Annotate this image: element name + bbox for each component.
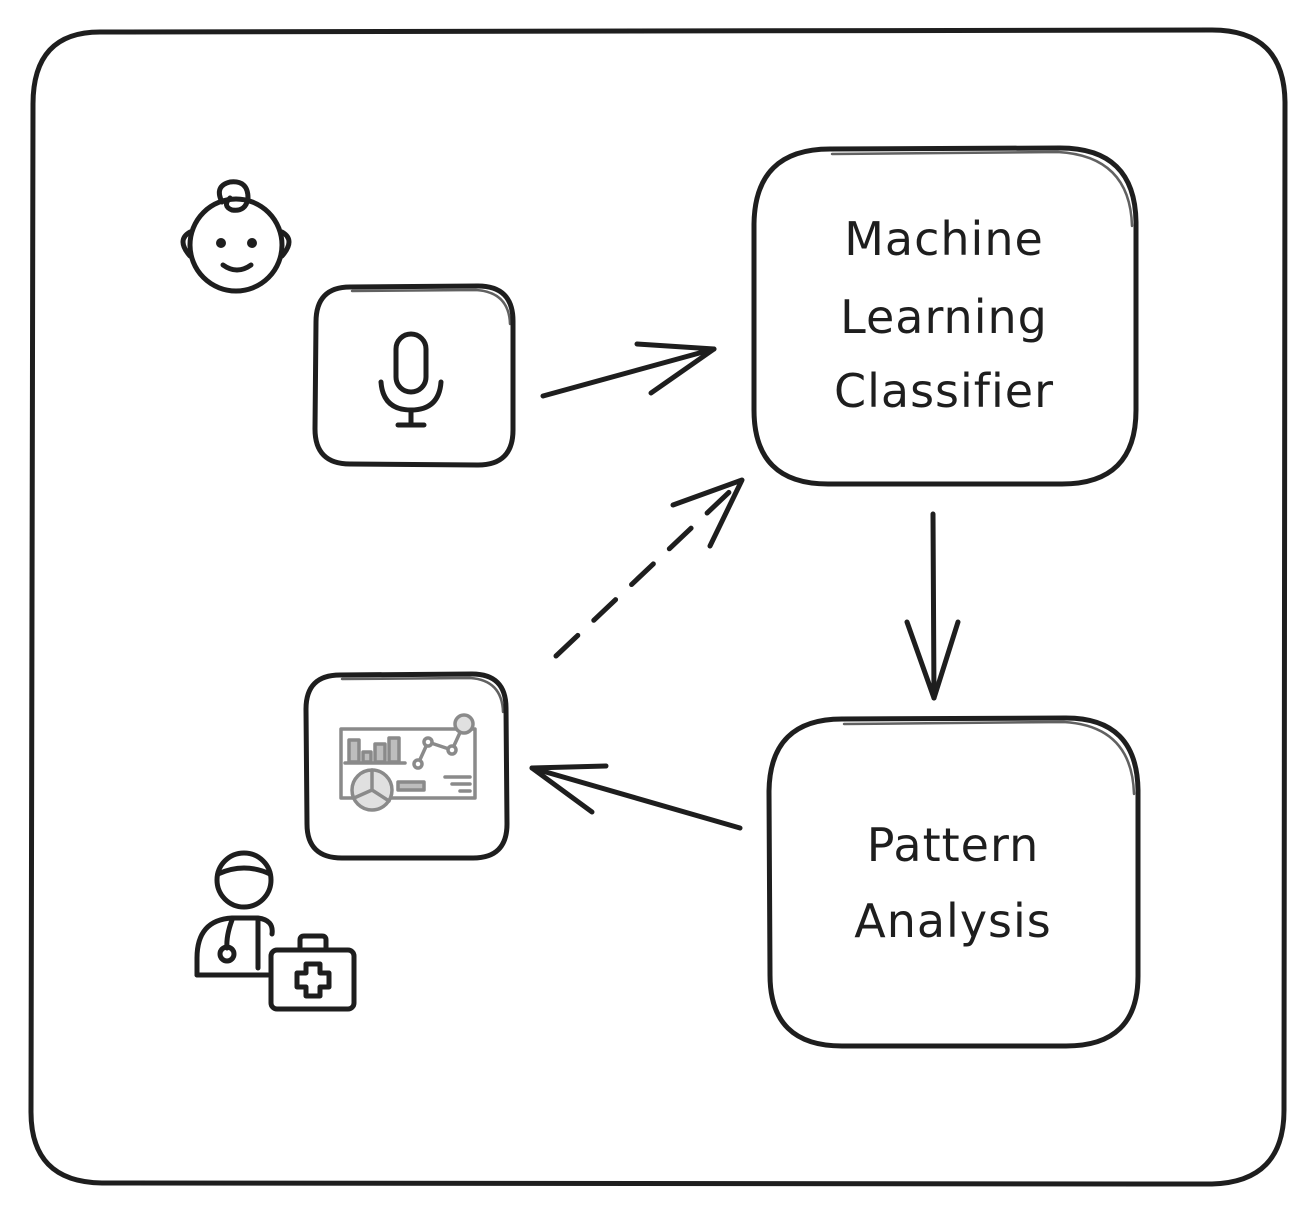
- ml-classifier-node[interactable]: Machine Learning Classifier: [751, 145, 1139, 487]
- outer-frame: [28, 27, 1288, 1187]
- dashboard-icon: [339, 713, 477, 812]
- ml-classifier-label-line-2: Learning: [840, 290, 1048, 344]
- baby-icon: [180, 179, 292, 294]
- dashed-arrow-dashboard-to-classifier: [553, 477, 745, 659]
- pattern-analysis-node[interactable]: Pattern Analysis: [766, 715, 1141, 1049]
- doctor-icon: [194, 850, 275, 978]
- pattern-analysis-label-line-1: Pattern: [867, 818, 1040, 872]
- medical-kit-icon: [268, 933, 357, 1012]
- ml-classifier-label-line-3: Classifier: [834, 364, 1054, 418]
- arrow-classifier-to-pattern: [904, 511, 961, 701]
- microphone-icon: [378, 331, 444, 428]
- ml-classifier-label-line-1: Machine: [844, 212, 1044, 266]
- microphone-node[interactable]: [312, 283, 516, 468]
- dashboard-node[interactable]: [303, 671, 510, 861]
- arrow-microphone-to-classifier: [540, 341, 717, 399]
- pattern-analysis-label-line-2: Analysis: [854, 894, 1052, 948]
- arrow-pattern-to-dashboard: [529, 763, 743, 831]
